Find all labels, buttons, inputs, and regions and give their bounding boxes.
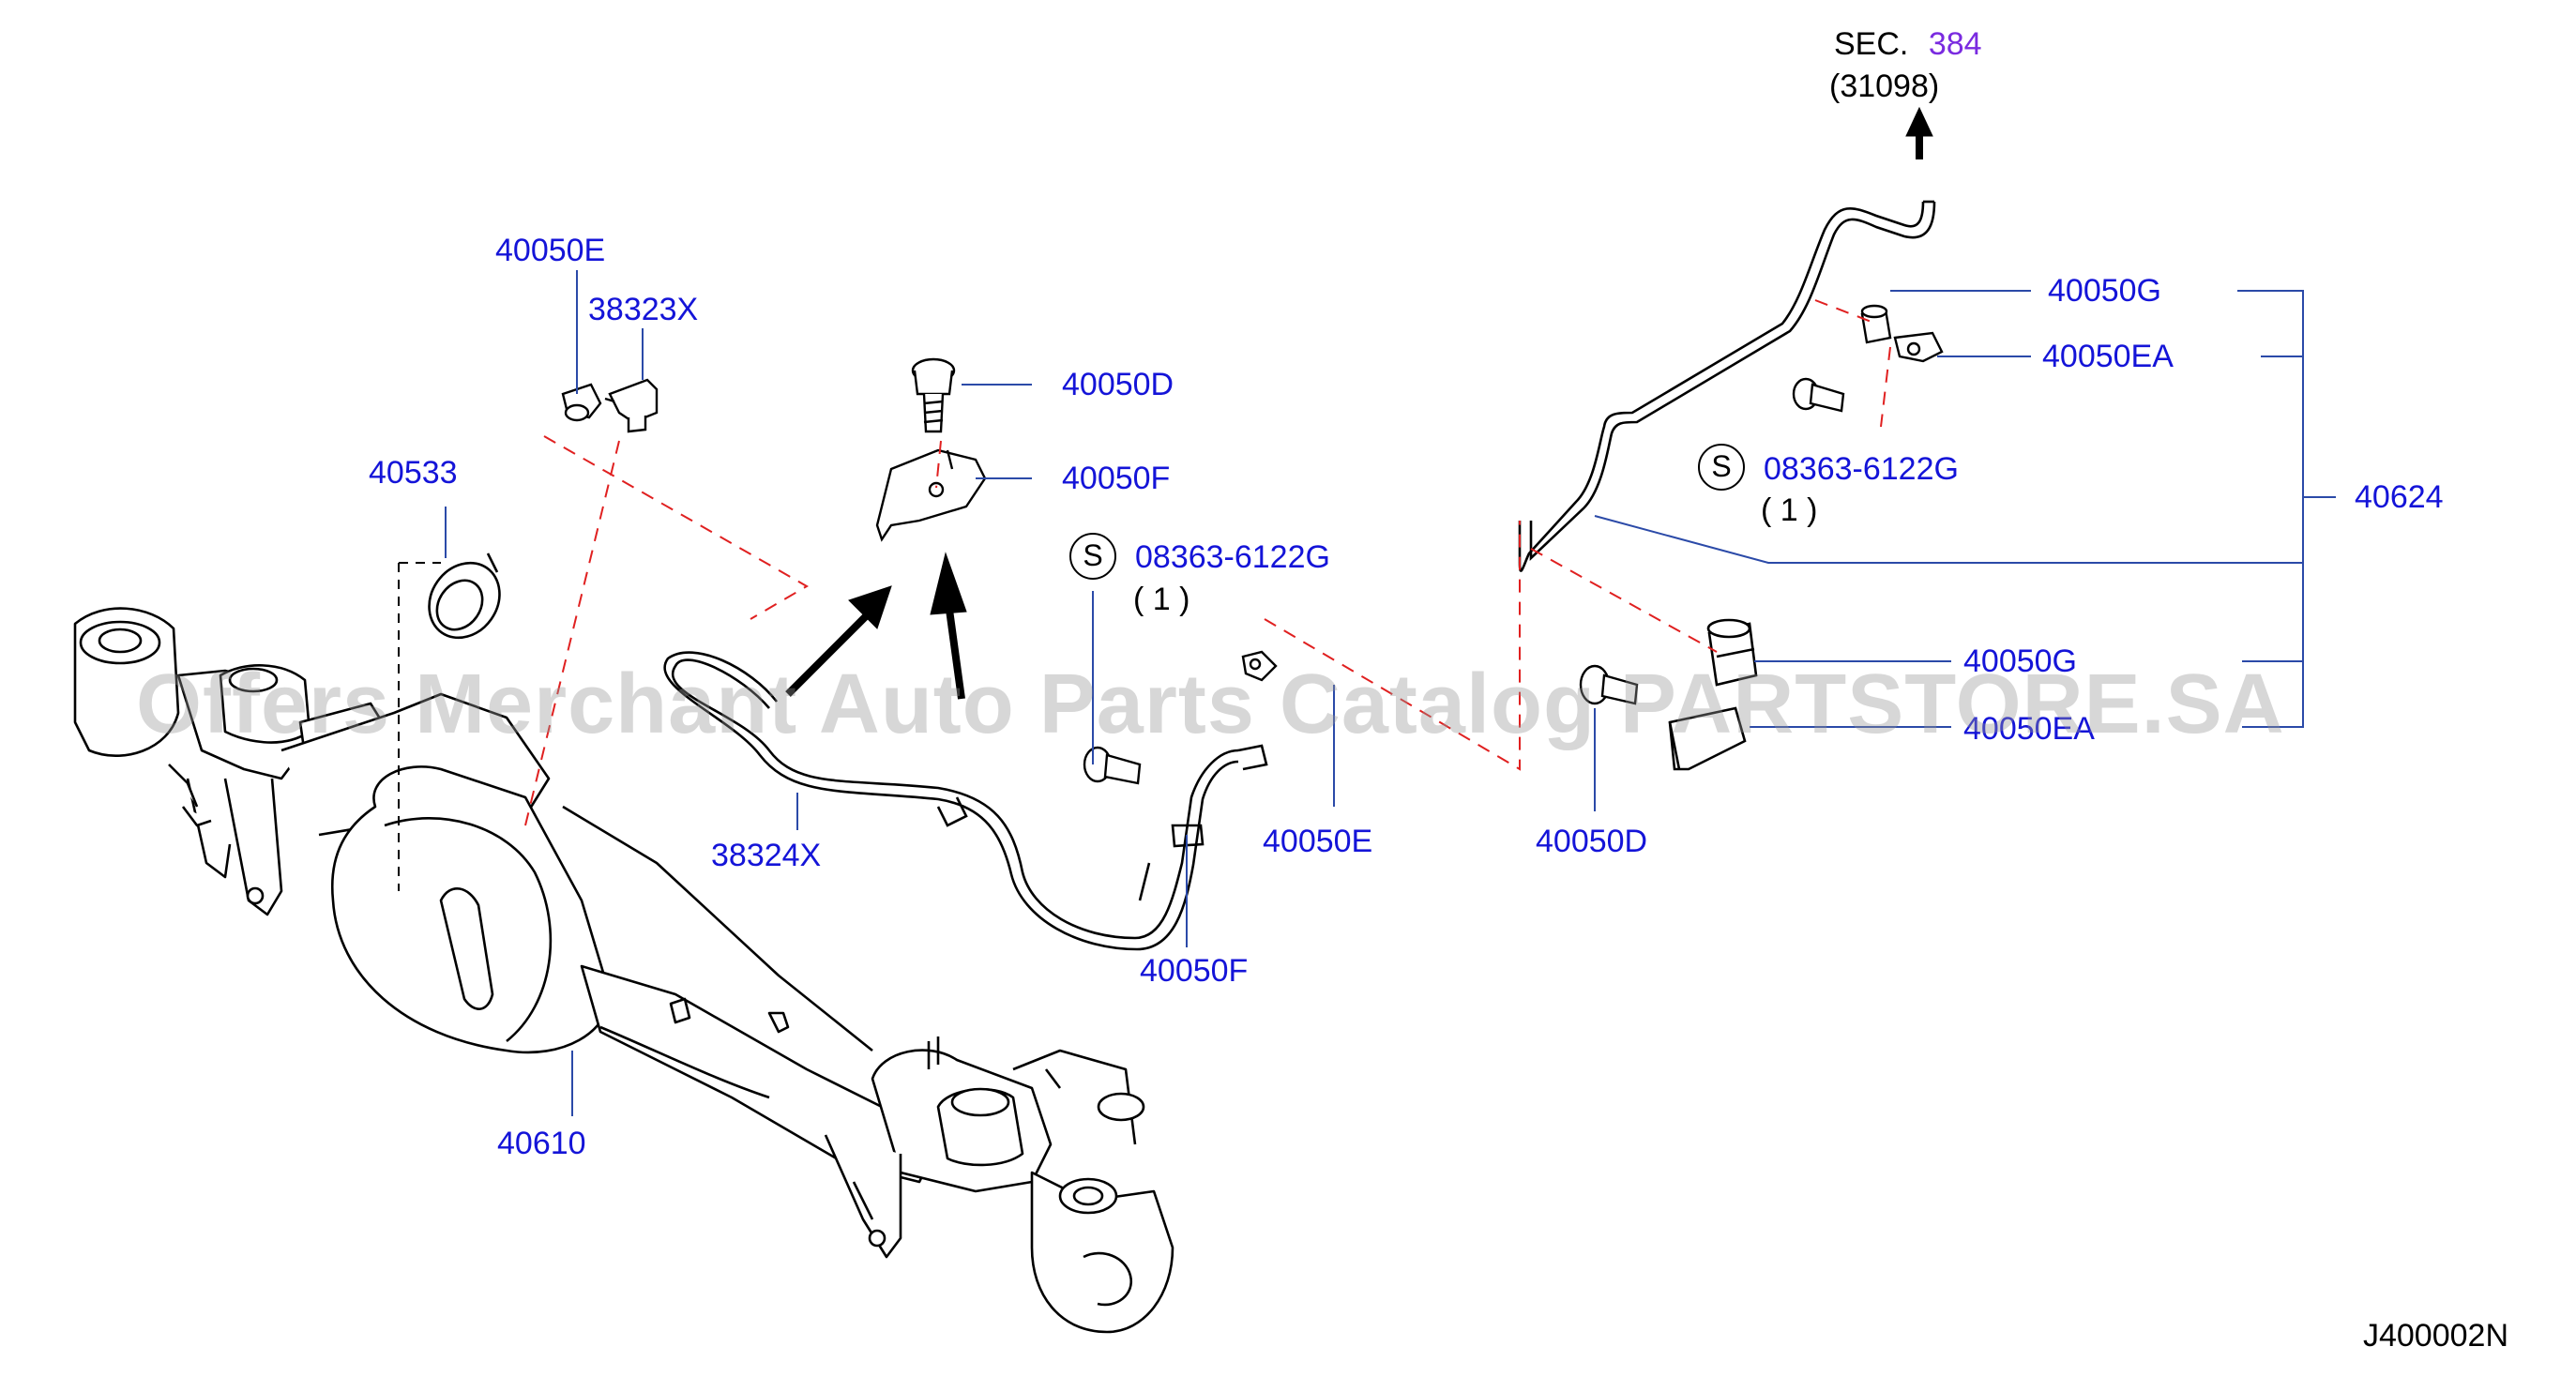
part-label-40050e-mid[interactable]: 40050E [1263,824,1373,859]
brake-tube-40624 [1518,200,1936,572]
part-label-40624[interactable]: 40624 [2355,479,2444,515]
brake-tube-38324x [663,651,1268,951]
part-label-40050ea-low[interactable]: 40050EA [1963,711,2095,747]
part-label-40050g-low[interactable]: 40050G [1963,643,2077,679]
part-label-40050ea-top[interactable]: 40050EA [2042,339,2174,374]
bolt-40050d-low [1579,664,1639,705]
section-code: (31098) [1829,68,1940,104]
part-label-40610[interactable]: 40610 [497,1126,586,1161]
s-symbol-mid: S [1069,533,1116,580]
bolt-08363-right [1792,377,1845,413]
s-symbol-right: S [1698,444,1745,491]
bolt-08363-mid [1083,746,1142,785]
seal-40533 [428,552,501,640]
part-label-40533[interactable]: 40533 [369,455,458,491]
part-label-40050d-low[interactable]: 40050D [1536,824,1648,859]
bushing-40050g-top [1860,304,1892,344]
qty-mid: ( 1 ) [1133,582,1190,617]
part-label-40050e-top[interactable]: 40050E [495,233,606,268]
clip-40050e-top [561,383,602,422]
part-label-40050d-top[interactable]: 40050D [1062,367,1174,402]
leader-lines [445,270,2336,1116]
part-label-08363-mid[interactable]: 08363-6122G [1135,539,1330,575]
section-prefix: SEC. [1834,26,1909,62]
bracket-40050ea-low [1668,706,1747,771]
clip-40050ea-top [1893,331,1944,363]
assembly-dashed-lines [524,299,1891,826]
axle-housing [73,607,1174,1334]
bracket-40050f [875,448,987,542]
part-label-08363-right[interactable]: 08363-6122G [1764,451,1959,487]
bolt-40050d-top [911,357,956,433]
connector-38323x [604,378,659,433]
diagram-code: J400002N [2362,1318,2508,1354]
section-link[interactable]: 384 [1928,26,1982,62]
direction-arrows [785,106,1933,700]
part-label-38324x[interactable]: 38324X [711,838,822,873]
clip-40050e-mid [1241,650,1278,682]
section-ref: SEC. 384 [1834,28,1982,60]
part-label-40050f-top[interactable]: 40050F [1062,461,1171,496]
part-label-40050g-top[interactable]: 40050G [2048,273,2161,309]
qty-right: ( 1 ) [1761,492,1818,528]
bushing-40050g-low [1706,618,1758,687]
part-label-38323x[interactable]: 38323X [588,292,699,327]
part-label-40050f-low[interactable]: 40050F [1140,953,1249,989]
